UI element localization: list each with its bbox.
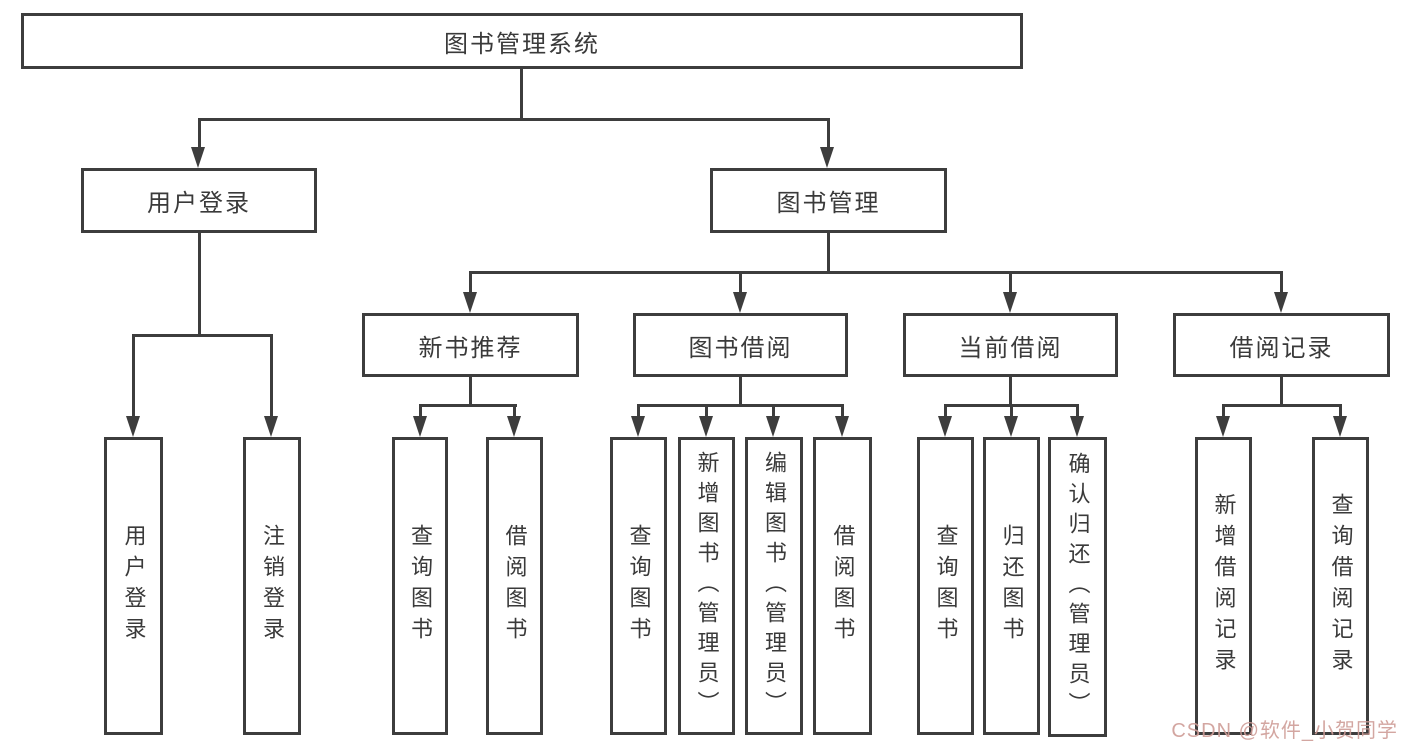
leaf-query-borrow-record-label: 查询借阅记录	[1328, 493, 1354, 679]
leaf-return-book-label: 归还图书	[999, 524, 1025, 648]
node-new-book-recommend-label: 新书推荐	[418, 334, 523, 362]
leaf-user-login: 用户登录	[104, 437, 163, 735]
leaf-borrow-book-recommend: 借阅图书	[486, 437, 543, 735]
node-root-label: 图书管理系统	[444, 30, 600, 58]
arrow-down-icon	[507, 416, 521, 437]
connector-bookmgmt-stem	[827, 233, 830, 274]
connector-records-drop-1	[1222, 404, 1225, 418]
arrow-down-icon	[463, 292, 477, 313]
leaf-query-book-current-label: 查询图书	[933, 524, 959, 648]
leaf-return-book: 归还图书	[983, 437, 1040, 735]
arrow-down-icon	[766, 416, 780, 437]
node-root: 图书管理系统	[21, 13, 1023, 69]
leaf-edit-book-admin: 编辑图书（管理员）	[745, 437, 803, 735]
connector-current-stem	[1009, 377, 1012, 407]
connector-userlogin-drop-2	[270, 334, 273, 418]
connector-root-drop-right	[827, 118, 830, 150]
node-borrowing-records-label: 借阅记录	[1229, 334, 1334, 362]
leaf-logout: 注销登录	[243, 437, 301, 735]
leaf-borrow-book: 借阅图书	[813, 437, 872, 735]
node-current-borrowing: 当前借阅	[903, 313, 1118, 377]
connector-bookmgmt-drop-2	[739, 271, 742, 295]
arrow-down-icon	[126, 416, 140, 437]
node-user-login-label: 用户登录	[147, 190, 251, 217]
connector-userlogin-bar	[132, 334, 273, 337]
arrow-down-icon	[835, 416, 849, 437]
leaf-query-book-current: 查询图书	[917, 437, 974, 735]
leaf-logout-label: 注销登录	[260, 524, 285, 648]
connector-bookmgmt-drop-1	[469, 271, 472, 295]
leaf-query-book-borrowing-label: 查询图书	[626, 524, 652, 648]
leaf-confirm-return-admin: 确认归还（管理员）	[1048, 437, 1107, 737]
leaf-add-book-admin: 新增图书（管理员）	[678, 437, 735, 735]
connector-current-drop-2	[1010, 404, 1013, 418]
leaf-query-borrow-record: 查询借阅记录	[1312, 437, 1369, 735]
leaf-borrow-book-label: 借阅图书	[830, 524, 856, 648]
connector-newbook-bar	[419, 404, 517, 407]
leaf-query-book-borrowing: 查询图书	[610, 437, 667, 735]
node-new-book-recommend: 新书推荐	[362, 313, 579, 377]
arrow-down-icon	[191, 147, 205, 168]
node-book-management-label: 图书管理	[776, 190, 881, 217]
leaf-user-login-label: 用户登录	[121, 524, 147, 648]
connector-newbook-drop-1	[419, 404, 422, 418]
arrow-down-icon	[1333, 416, 1347, 437]
connector-root-stem	[520, 68, 523, 121]
connector-bookmgmt-drop-4	[1280, 271, 1283, 295]
connector-root-drop-left	[198, 118, 201, 150]
node-book-management: 图书管理	[710, 168, 947, 233]
connector-records-bar	[1222, 404, 1341, 407]
node-current-borrowing-label: 当前借阅	[958, 334, 1063, 362]
node-user-login: 用户登录	[81, 168, 317, 233]
connector-borrowing-drop-3	[772, 404, 775, 418]
arrow-down-icon	[1070, 416, 1084, 437]
connector-newbook-drop-2	[513, 404, 516, 418]
arrow-down-icon	[413, 416, 427, 437]
connector-records-drop-2	[1339, 404, 1342, 418]
connector-current-drop-1	[944, 404, 947, 418]
leaf-query-book-recommend: 查询图书	[392, 437, 448, 735]
arrow-down-icon	[264, 416, 278, 437]
leaf-add-borrow-record-label: 新增借阅记录	[1211, 493, 1237, 679]
connector-borrowing-stem	[739, 377, 742, 407]
leaf-add-book-admin-label: 新增图书（管理员）	[694, 451, 720, 721]
connector-borrowing-drop-2	[705, 404, 708, 418]
connector-newbook-stem	[469, 377, 472, 407]
arrow-down-icon	[820, 147, 834, 168]
connector-bookmgmt-drop-3	[1009, 271, 1012, 295]
connector-current-drop-3	[1076, 404, 1079, 418]
connector-userlogin-drop-1	[132, 334, 135, 418]
arrow-down-icon	[1274, 292, 1288, 313]
leaf-edit-book-admin-label: 编辑图书（管理员）	[762, 451, 787, 721]
connector-records-stem	[1280, 377, 1283, 407]
arrow-down-icon	[699, 416, 713, 437]
arrow-down-icon	[938, 416, 952, 437]
leaf-borrow-book-recommend-label: 借阅图书	[502, 524, 528, 648]
connector-borrowing-bar	[637, 404, 844, 407]
leaf-add-borrow-record: 新增借阅记录	[1195, 437, 1252, 735]
leaf-confirm-return-admin-label: 确认归还（管理员）	[1065, 452, 1091, 722]
connector-root-bar	[198, 118, 830, 121]
node-book-borrowing: 图书借阅	[633, 313, 848, 377]
connector-borrowing-drop-1	[637, 404, 640, 418]
arrow-down-icon	[1003, 292, 1017, 313]
arrow-down-icon	[631, 416, 645, 437]
arrow-down-icon	[733, 292, 747, 313]
arrow-down-icon	[1004, 416, 1018, 437]
connector-borrowing-drop-4	[841, 404, 844, 418]
watermark: CSDN @软件_小贺同学	[1171, 720, 1398, 742]
connector-userlogin-stem	[198, 233, 201, 337]
connector-bookmgmt-bar	[469, 271, 1283, 274]
node-borrowing-records: 借阅记录	[1173, 313, 1390, 377]
arrow-down-icon	[1216, 416, 1230, 437]
node-book-borrowing-label: 图书借阅	[688, 334, 793, 362]
leaf-query-book-recommend-label: 查询图书	[408, 524, 433, 648]
